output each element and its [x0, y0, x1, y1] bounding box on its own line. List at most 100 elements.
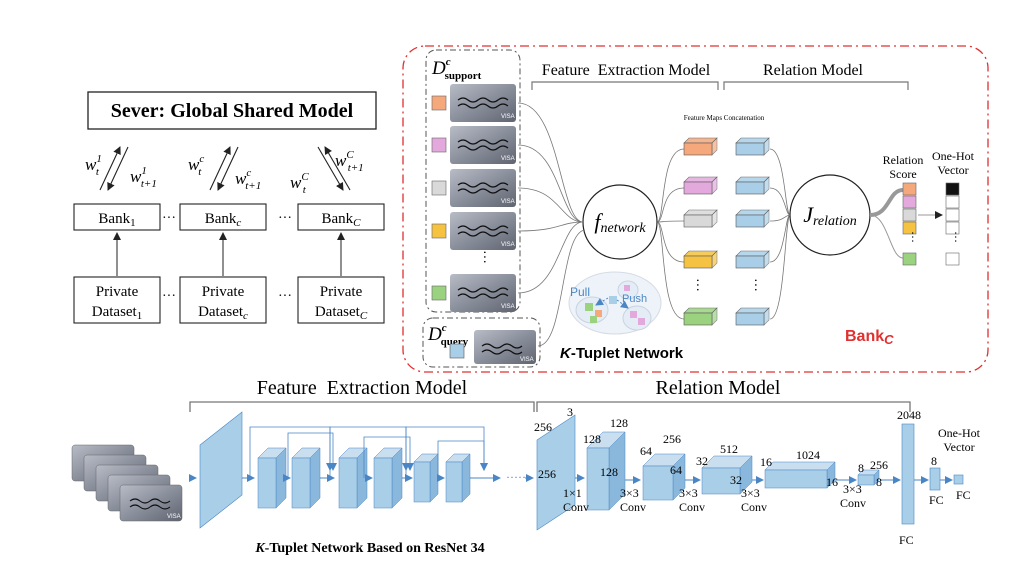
support-swatch-pink [431, 137, 447, 153]
feature-cube-orange [683, 137, 718, 156]
l3-op2: Conv [679, 500, 705, 514]
l5-c: 16 [826, 475, 838, 489]
bottom-relation-model-bracket [536, 401, 911, 412]
l2-c: 128 [600, 465, 618, 479]
svg-text:wCt+1: wCt+1 [335, 149, 364, 174]
svg-text:Bankc: Bankc [205, 211, 242, 229]
top-connectors [517, 102, 943, 347]
pull-label: Pull [570, 285, 590, 299]
score-cell-2 [902, 195, 917, 209]
l6-c: 8 [876, 475, 882, 489]
onehot-cell-4 [945, 221, 960, 235]
svg-text:VISA: VISA [501, 199, 515, 205]
l5-b: 1024 [796, 448, 820, 462]
l2-op1: 3×3 [620, 486, 639, 500]
l3-a: 64 [640, 444, 652, 458]
l5-op1: 3×3 [843, 482, 862, 496]
svg-text:VISA: VISA [501, 242, 515, 248]
query-feature-cube-4 [735, 250, 770, 269]
onehot-cell-2 [945, 195, 960, 209]
dataset-ellipsis-1: ··· [162, 289, 176, 304]
l2-a: 128 [583, 432, 601, 446]
feature-cube-green [683, 307, 718, 326]
l5-op2: Conv [840, 496, 866, 510]
top-feature-extraction-bracket [531, 81, 719, 90]
server-title: Sever: Global Shared Model [111, 100, 354, 122]
score-cell-last [902, 252, 917, 266]
l3-op1: 3×3 [679, 486, 698, 500]
svg-text:Dataset1: Dataset1 [92, 304, 142, 322]
resnet-block-2b [373, 447, 403, 509]
skip-connection [287, 432, 337, 478]
feature-dots-2: ··· [747, 278, 762, 292]
query-card-image: VISA [474, 330, 536, 364]
l2-op2: Conv [620, 500, 646, 514]
skip-connection [437, 440, 488, 478]
support-swatch-gray [431, 180, 447, 196]
score-cell-3 [902, 208, 917, 222]
push-label: Push [622, 293, 647, 305]
support-swatch-orange [431, 95, 447, 111]
f-network-label: fnetwork [594, 209, 646, 236]
dataset-ellipsis-2: ··· [278, 289, 292, 304]
svg-text:w1t: w1t [85, 153, 102, 178]
support-swatch-green [431, 285, 447, 301]
svg-text:Private: Private [96, 284, 139, 300]
svg-text:VISA: VISA [520, 357, 534, 363]
bank-ellipsis-2: ··· [278, 211, 292, 226]
relation-conv-3 [701, 455, 753, 495]
fc-layer-1 [901, 423, 915, 525]
svg-text:w1t+1: w1t+1 [130, 165, 157, 190]
onehot-bottom-2: Vector [943, 440, 974, 454]
support-card-5: VISA [450, 274, 516, 312]
l6-a: 8 [858, 461, 864, 475]
query-feature-cube-5 [735, 307, 770, 326]
query-feature-cube-2 [735, 176, 770, 195]
bottom-dots: ····· [506, 470, 526, 484]
bottom-feature-extraction-bracket [189, 401, 535, 412]
j-relation-label: Jrelation [803, 202, 857, 229]
svg-text:Bank1: Bank1 [98, 211, 135, 229]
score-dots: ··· [906, 231, 920, 243]
relation-score-label-1: Relation [883, 153, 924, 167]
top-relation-model-bracket [723, 81, 909, 90]
support-card-4: VISA [450, 212, 516, 250]
ktuplet-network-label: K-Tuplet Network [560, 345, 684, 362]
svg-text:DatasetC: DatasetC [315, 304, 368, 322]
fc1-top: 2048 [897, 408, 921, 422]
l1-op2: Conv [563, 500, 589, 514]
resnet-block-1a [257, 447, 287, 509]
relation-conv-2 [642, 453, 686, 501]
svg-text:BankC: BankC [321, 211, 361, 229]
query-feature-cube-1 [735, 137, 770, 156]
bottom-relation-model-label: Relation Model [656, 377, 781, 399]
bottom-layer-labels: 3 256 256 1×1 Conv 128 128 128 3×3 Conv … [534, 405, 981, 547]
score-cell-4 [902, 221, 917, 235]
bank-ellipsis-1: ··· [162, 211, 176, 226]
fc-layer-2 [929, 467, 941, 491]
l4-op1: 3×3 [741, 486, 760, 500]
feature-cube-yellow [683, 250, 718, 269]
server-box [87, 91, 377, 130]
l2-b: 128 [610, 416, 628, 430]
bank-c-panel-border [402, 45, 989, 373]
feature-dots-1: ··· [689, 278, 704, 292]
support-dots: ··· [476, 250, 491, 264]
relation-conv-1 [586, 431, 626, 511]
support-card-2: VISA [450, 126, 516, 164]
resnet-input-plane [199, 411, 243, 529]
query-color-swatch [449, 343, 465, 359]
feature-maps-concat-label: Feature Maps Concatenation [684, 114, 765, 122]
l4-a: 32 [696, 454, 708, 468]
resnet-block-3a [413, 453, 439, 503]
l4-c: 32 [730, 473, 742, 487]
l6-b: 256 [870, 458, 888, 472]
bank-C: BankC [297, 203, 385, 231]
onehot-label-1: One-Hot [932, 149, 975, 163]
skip-connection [363, 436, 414, 478]
onehot-cell-3 [945, 208, 960, 222]
